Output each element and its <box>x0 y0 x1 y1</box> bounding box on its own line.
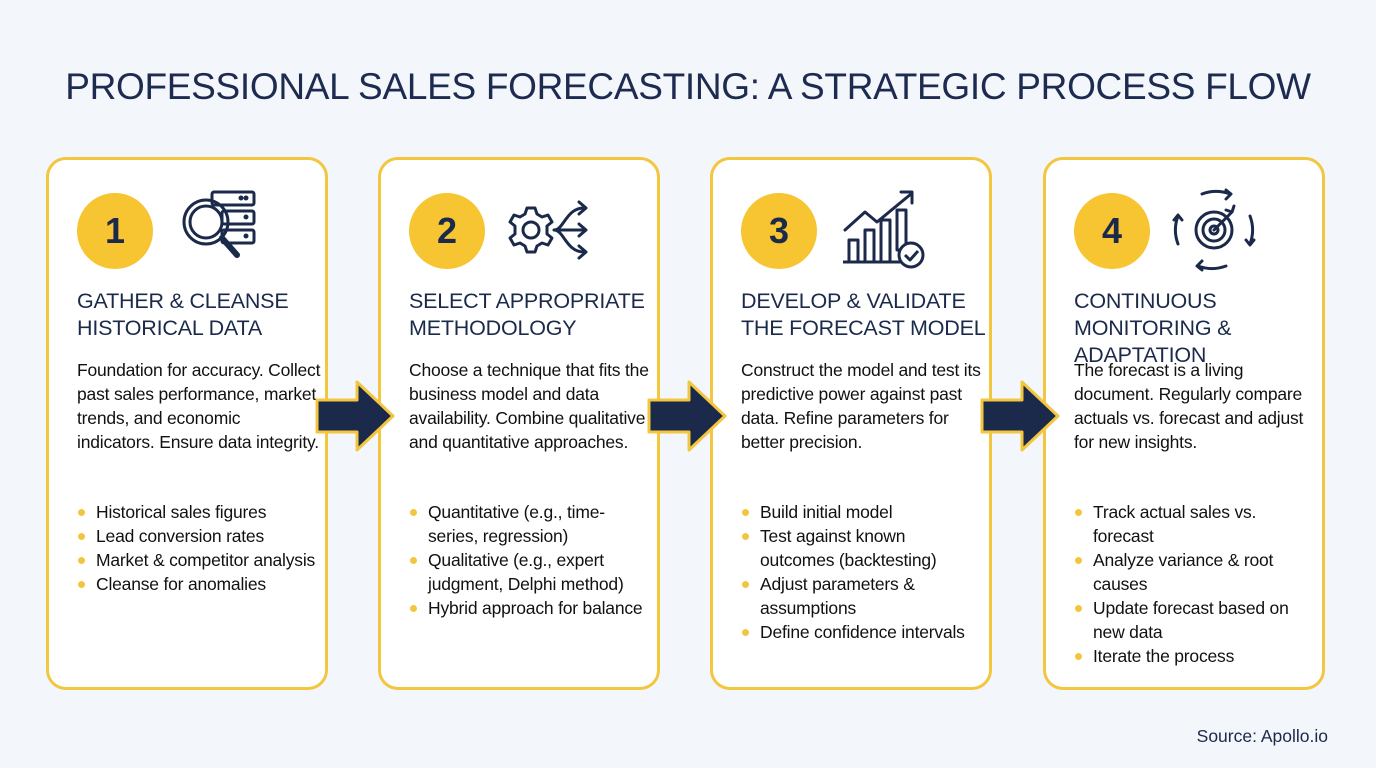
bullet-item: Define confidence intervals <box>741 620 981 644</box>
step-card-2: 2 SELECT APPROPRIATE METHODOLOGY Choose … <box>378 157 660 690</box>
step-card-1: 1 GATHER & CLEANSE HISTORICAL DATA Found… <box>46 157 328 690</box>
step-bullets: Historical sales figures Lead conversion… <box>77 500 317 596</box>
step-heading: SELECT APPROPRIATE METHODOLOGY <box>409 289 645 340</box>
flow-arrow-icon <box>980 380 1060 452</box>
step-card-3: 3 DEVELOP & VALIDATE THE FORECAST MODEL … <box>710 157 992 690</box>
step-number-badge: 3 <box>741 193 817 269</box>
step-bullets: Build initial model Test against known o… <box>741 500 981 644</box>
magnifier-database-icon <box>182 190 256 258</box>
step-number-badge: 4 <box>1074 193 1150 269</box>
bullet-item: Test against known outcomes (backtesting… <box>741 524 981 572</box>
step-number-badge: 1 <box>77 193 153 269</box>
bullet-item: Update forecast based on new data <box>1074 596 1314 644</box>
bullet-item: Track actual sales vs. forecast <box>1074 500 1314 548</box>
source-credit: Source: Apollo.io <box>1196 726 1328 746</box>
bullet-item: Adjust parameters & assumptions <box>741 572 981 620</box>
step-description: Foundation for accuracy. Collect past sa… <box>77 360 321 452</box>
page-title: PROFESSIONAL SALES FORECASTING: A STRATE… <box>65 66 1311 107</box>
bullet-item: Market & competitor analysis <box>77 548 317 572</box>
target-cycle-icon <box>1172 188 1256 272</box>
bullet-item: Lead conversion rates <box>77 524 317 548</box>
gear-branching-arrows-icon <box>508 200 588 260</box>
bullet-item: Qualitative (e.g., expert judgment, Delp… <box>409 548 649 596</box>
bullet-item: Iterate the process <box>1074 644 1314 668</box>
bullet-item: Historical sales figures <box>77 500 317 524</box>
bullet-item: Quantitative (e.g., time-series, regress… <box>409 500 649 548</box>
step-description: Construct the model and test its predict… <box>741 360 981 452</box>
step-heading: GATHER & CLEANSE HISTORICAL DATA <box>77 289 289 340</box>
step-heading: CONTINUOUS MONITORING & ADAPTATION <box>1074 289 1232 367</box>
step-heading: DEVELOP & VALIDATE THE FORECAST MODEL <box>741 289 986 340</box>
bullet-item: Cleanse for anomalies <box>77 572 317 596</box>
bullet-item: Hybrid approach for balance <box>409 596 649 620</box>
bullet-item: Analyze variance & root causes <box>1074 548 1314 596</box>
flow-arrow-icon <box>647 380 727 452</box>
bullet-item: Build initial model <box>741 500 981 524</box>
flow-arrow-icon <box>315 380 395 452</box>
step-bullets: Track actual sales vs. forecast Analyze … <box>1074 500 1314 668</box>
step-card-4: 4 CONTINUOUS MONITORING & ADAPTATION The… <box>1043 157 1325 690</box>
step-number-badge: 2 <box>409 193 485 269</box>
step-description: The forecast is a living document. Regul… <box>1074 360 1304 452</box>
growth-chart-check-icon <box>843 190 925 269</box>
step-bullets: Quantitative (e.g., time-series, regress… <box>409 500 649 620</box>
step-description: Choose a technique that fits the busines… <box>409 360 649 452</box>
